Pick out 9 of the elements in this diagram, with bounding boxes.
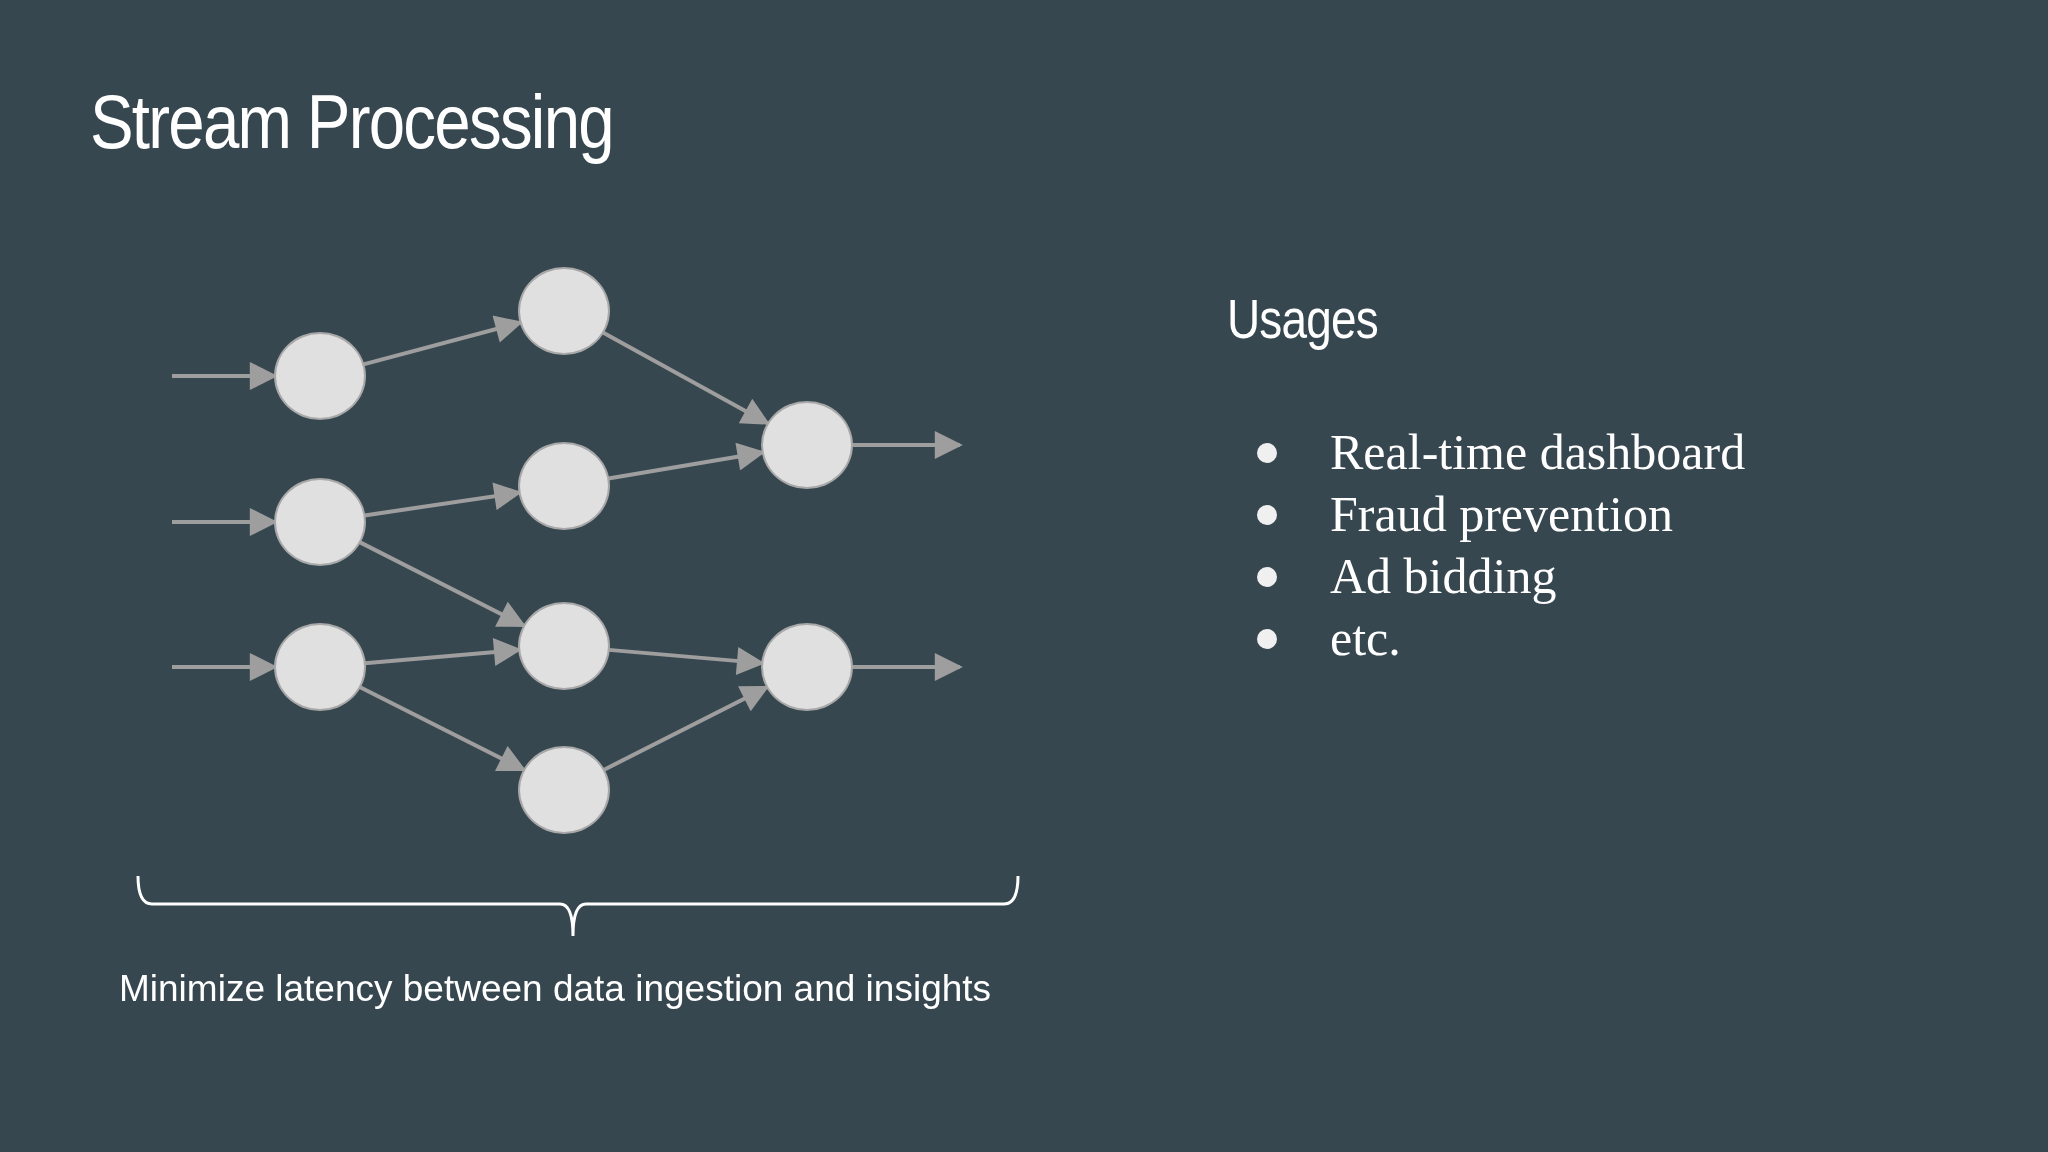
list-item: etc. <box>1330 609 1401 667</box>
slide-title: Stream Processing <box>90 78 613 165</box>
arrow <box>852 653 963 681</box>
caption: Minimize latency between data ingestion and insights <box>119 968 992 1010</box>
arrow <box>852 431 963 459</box>
list-item: Real-time dashboard <box>1330 423 1746 481</box>
list-item: Fraud prevention <box>1330 485 1673 543</box>
section-heading: Usages <box>1227 286 1378 351</box>
list-item: Ad bidding <box>1330 547 1557 605</box>
